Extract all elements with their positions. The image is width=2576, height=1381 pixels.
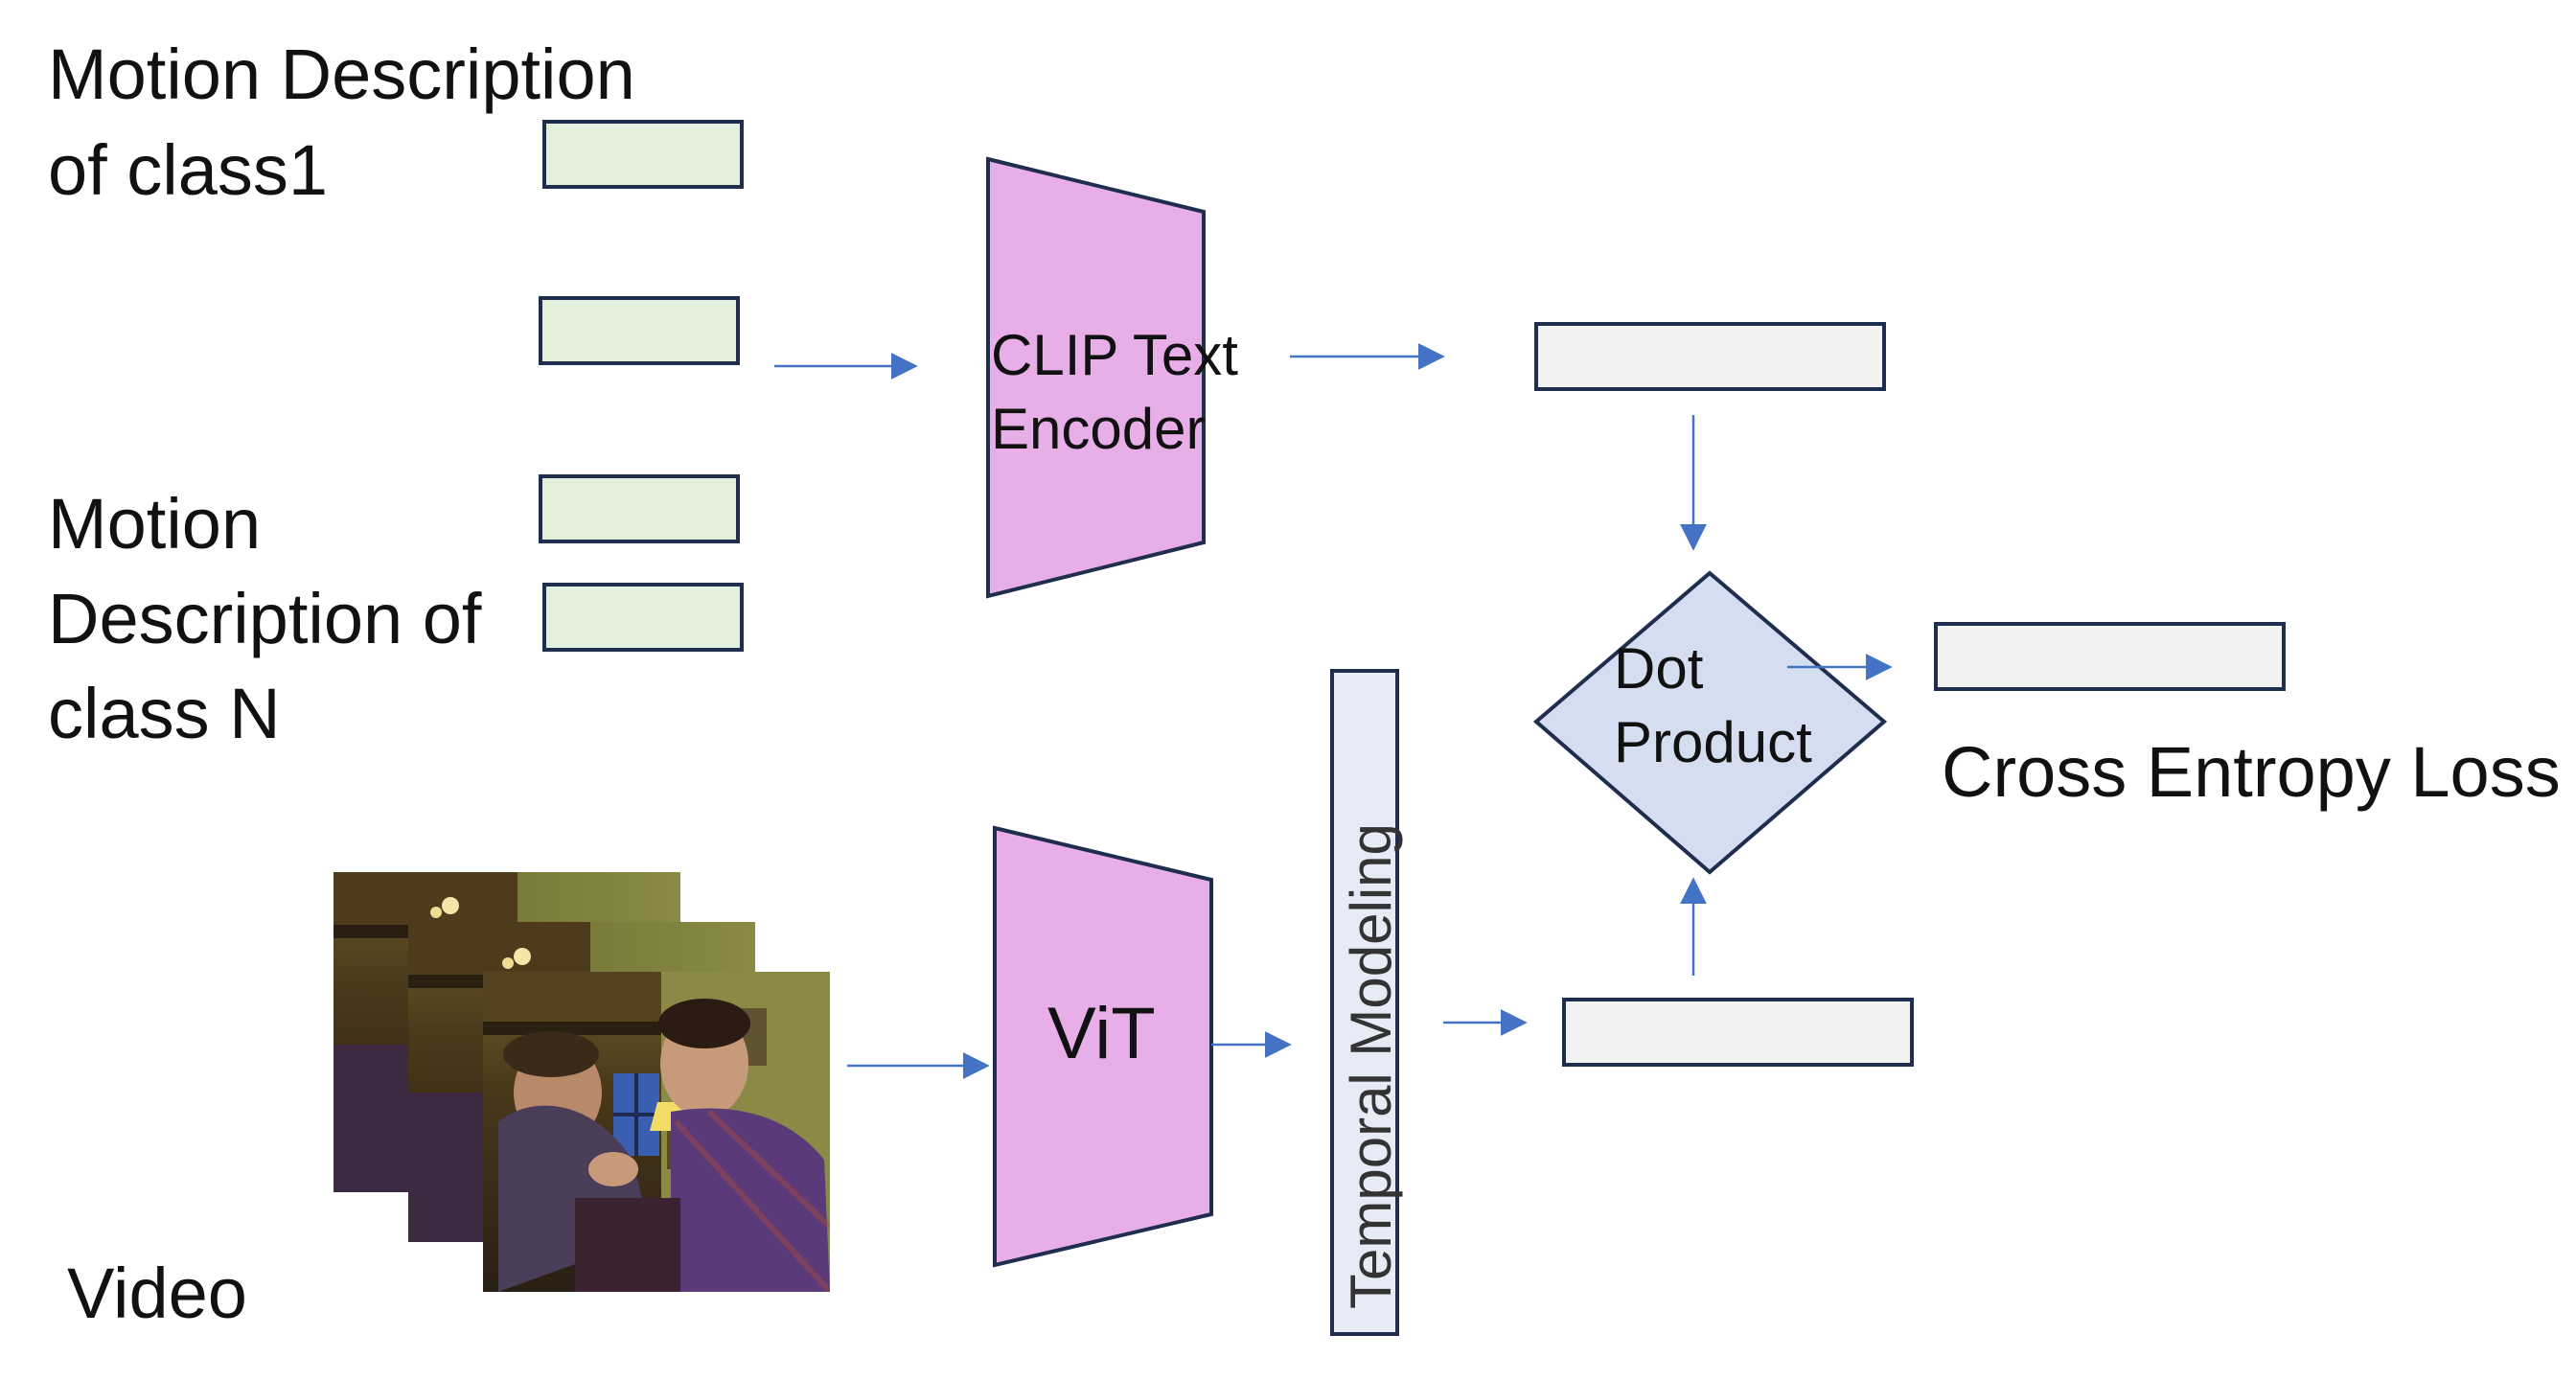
- motion-description-class1-label-line1: Motion Description: [48, 35, 635, 114]
- cross-entropy-loss-label: Cross Entropy Loss: [1942, 732, 2561, 812]
- motion-description-classN-label-line1: Motion: [48, 484, 262, 564]
- motion-description-classN-label-line3: class N: [48, 674, 281, 753]
- output-logits-box: [1934, 622, 2286, 691]
- video-frame-stack-icon: [334, 872, 830, 1292]
- dot-product-label-line1: Dot: [1614, 636, 1704, 701]
- clip-text-encoder-trapezoid: [986, 156, 1206, 599]
- vit-label: ViT: [1047, 993, 1156, 1074]
- clip-text-encoder-label-line1: CLIP Text: [991, 323, 1238, 387]
- text-feature-box: [1534, 322, 1886, 391]
- dot-product-label-line2: Product: [1614, 710, 1812, 774]
- clip-text-encoder-label-line2: Encoder: [991, 397, 1206, 461]
- video-feature-box: [1562, 998, 1914, 1067]
- motion-description-class1-label-line2: of class1: [48, 130, 329, 210]
- vit-trapezoid: [993, 825, 1213, 1268]
- temporal-modeling-label: Temporal Modeling: [1339, 823, 1403, 1309]
- dot-product-diamond: [1532, 570, 1888, 875]
- video-label: Video: [67, 1254, 247, 1333]
- text-embedding-box-2: [539, 296, 740, 365]
- text-embedding-box-3: [539, 474, 740, 543]
- text-embedding-box-1: [542, 120, 744, 189]
- motion-description-classN-label-line2: Description of: [48, 579, 482, 658]
- temporal-modeling-bar: [1330, 669, 1399, 1336]
- text-embedding-box-4: [542, 583, 744, 652]
